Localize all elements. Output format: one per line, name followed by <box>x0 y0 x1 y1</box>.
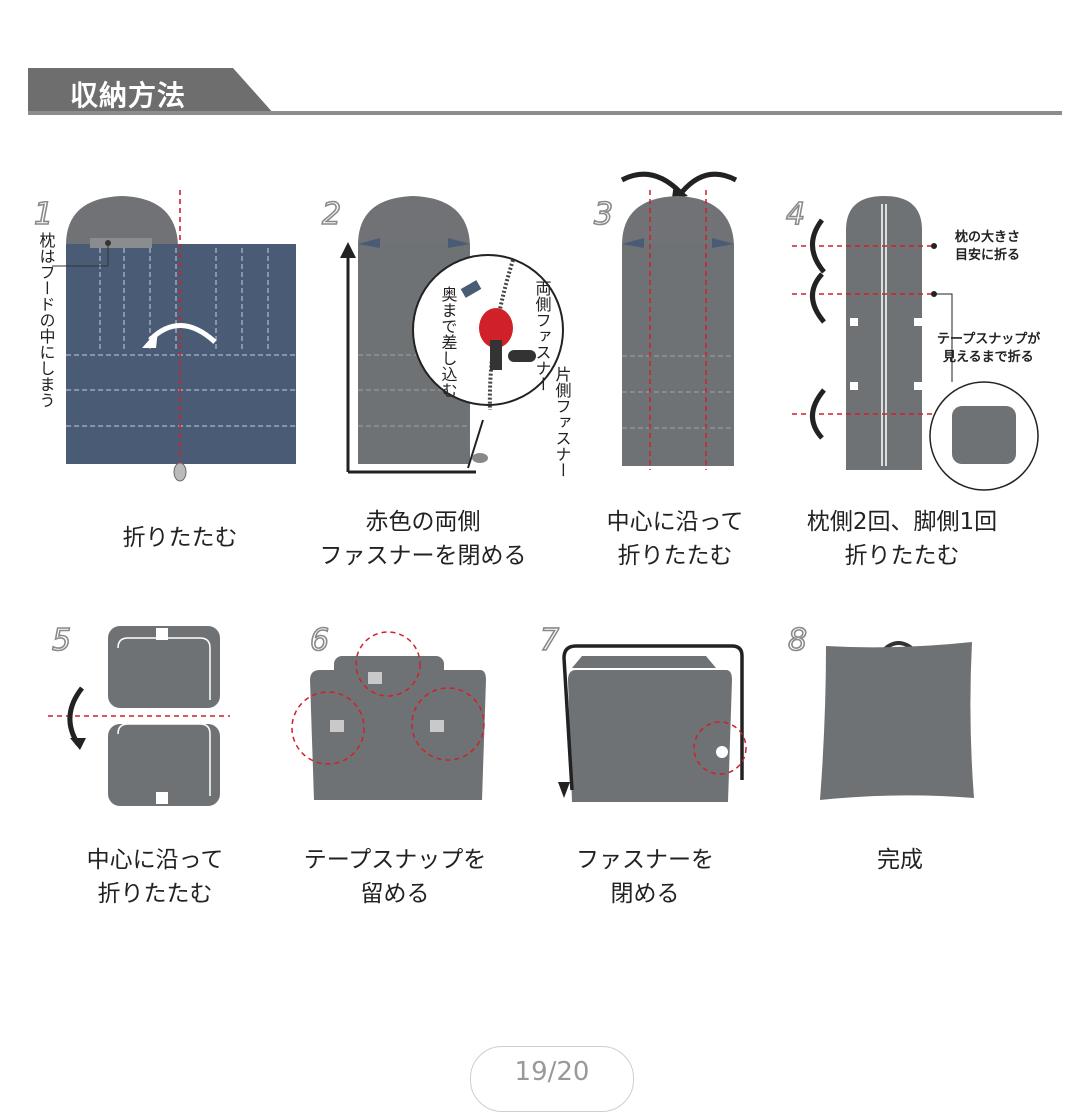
step-2-notes: 奥まで差し込む 両側ファスナー 片側ファスナー <box>439 280 572 478</box>
step-7-illustration: 7 <box>539 622 747 802</box>
pillow-fold-note: 枕の大きさ目安に折る <box>955 229 1020 263</box>
header-rule <box>28 111 1062 115</box>
step-3-illustration: 3 <box>593 171 738 470</box>
step-number: 3 <box>594 197 613 232</box>
step-1-caption: 折りたたむ <box>122 525 238 551</box>
step-5-caption: 中心に沿って 折りたたむ <box>86 847 224 907</box>
insert-note: 奥まで差し込む <box>439 286 458 398</box>
step-1-note: 枕はフードの中にしまう <box>37 232 56 408</box>
step-4-illustration: 4 <box>785 196 1039 491</box>
step-2-illustration: 2 <box>321 196 564 474</box>
step-number: 2 <box>322 197 341 232</box>
step-number: 8 <box>788 623 807 658</box>
page-indicator: 19/20 <box>470 1046 634 1112</box>
step-8-illustration: 8 <box>787 622 974 800</box>
step-number: 7 <box>540 623 559 658</box>
step-4-notes: 枕の大きさ目安に折る テープスナップが見えるまで折る <box>937 229 1040 365</box>
step-number: 5 <box>52 623 71 658</box>
header-tab <box>28 68 274 114</box>
step-number: 4 <box>786 197 805 232</box>
section-header: 収納方法 <box>28 68 1062 116</box>
both-zipper-note: 両側ファスナー <box>533 280 552 392</box>
section-title: 収納方法 <box>70 79 187 112</box>
step-number: 1 <box>34 197 53 232</box>
step-8-caption: 完成 <box>877 847 923 873</box>
step-6-illustration: 6 <box>291 622 486 800</box>
snap-fold-note: テープスナップが見えるまで折る <box>937 331 1040 365</box>
step-number: 6 <box>310 623 329 658</box>
step-3-caption: 中心に沿って 折りたたむ <box>606 509 744 569</box>
pillow-note: 枕はフードの中にしまう <box>37 232 56 408</box>
single-zipper-note: 片側ファスナー <box>553 366 572 478</box>
step-1-illustration: 1 <box>33 190 296 482</box>
step-5-illustration: 5 <box>48 622 230 806</box>
step-4-caption: 枕側2回、脚側1回 折りたたむ <box>806 509 998 569</box>
step-7-caption: ファスナーを 閉める <box>576 847 714 907</box>
step-2-caption: 赤色の両側 ファスナーを閉める <box>319 509 527 569</box>
step-6-caption: テープスナップを 留める <box>303 847 487 907</box>
